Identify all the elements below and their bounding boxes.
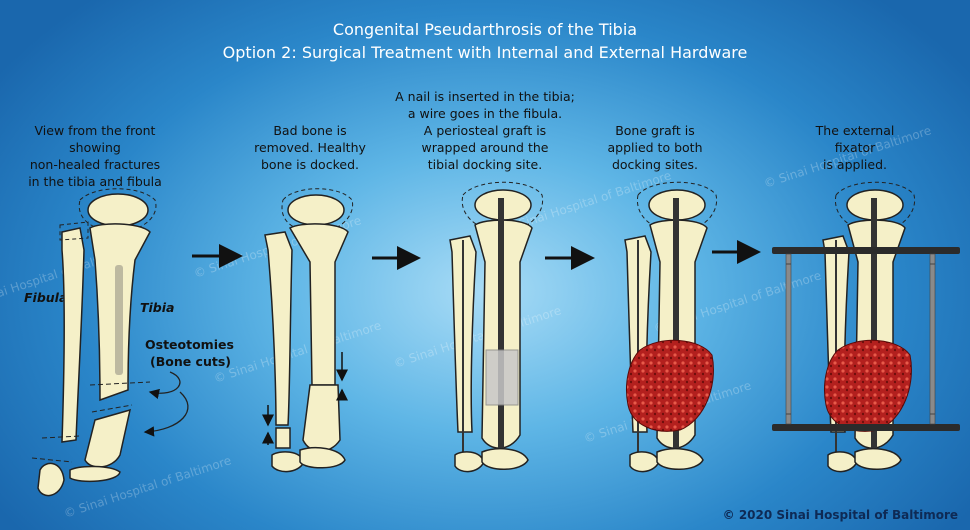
caption-line: A periosteal graft is <box>423 123 547 138</box>
title-line-2: Option 2: Surgical Treatment with Intern… <box>222 43 748 62</box>
caption-line: docking sites. <box>611 157 699 172</box>
step-3-caption: A nail is inserted in the tibia; a wire … <box>385 88 585 173</box>
step-2-caption: Bad bone is removed. Healthy bone is doc… <box>245 122 375 173</box>
tibia-label: Tibia <box>140 300 175 315</box>
caption-line: a wire goes in the fibula. <box>407 106 563 121</box>
periosteal-graft <box>485 349 519 406</box>
external-fixator <box>772 247 960 431</box>
osteotomies-label: Osteotomies <box>145 337 234 352</box>
caption-line: Bad bone is <box>273 123 347 138</box>
caption-line: View from the front showing <box>34 123 156 155</box>
caption-line: bone is docked. <box>261 157 359 172</box>
fibula-label: Fibula <box>24 290 68 305</box>
step-4-caption: Bone graft is applied to both docking si… <box>590 122 720 173</box>
step-3-bones <box>449 181 544 473</box>
caption-line: is applied. <box>822 157 888 172</box>
step-1-bones <box>31 188 189 497</box>
caption-line: applied to both <box>607 140 703 155</box>
step-5-bones <box>772 181 960 473</box>
caption-line: The external <box>815 123 895 138</box>
step-5-caption: The external fixator is applied. <box>800 122 910 173</box>
bone-graft <box>626 339 714 432</box>
tibial-nail <box>498 198 504 448</box>
caption-line: A nail is inserted in the tibia; <box>395 89 575 104</box>
caption-line: wrapped around the <box>421 140 549 155</box>
caption-line: non-healed fractures <box>29 157 161 172</box>
bone-cuts-label: (Bone cuts) <box>150 354 231 369</box>
step-2-bones <box>262 188 354 473</box>
caption-line: fixator <box>834 140 876 155</box>
caption-line: in the tibia and fibula <box>28 174 162 189</box>
caption-line: tibial docking site. <box>427 157 543 172</box>
title-line-1: Congenital Pseudarthrosis of the Tibia <box>332 20 638 39</box>
step-4-bones <box>624 181 718 473</box>
copyright-notice: © 2020 Sinai Hospital of Baltimore <box>722 508 958 522</box>
step-1-caption: View from the front showing non-healed f… <box>10 122 180 190</box>
caption-line: removed. Healthy <box>254 140 366 155</box>
caption-line: Bone graft is <box>615 123 695 138</box>
